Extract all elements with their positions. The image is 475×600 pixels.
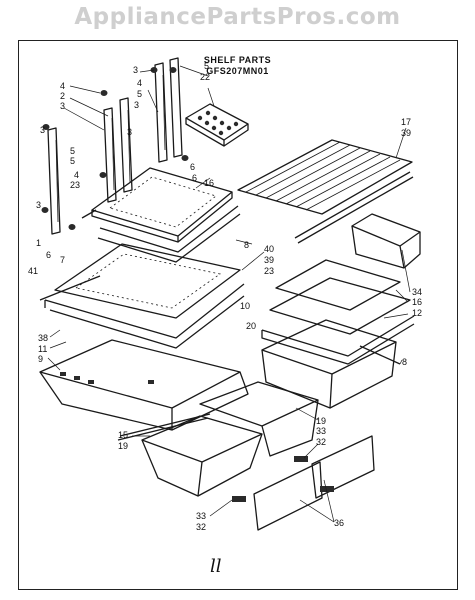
leader-lines [47,65,411,523]
callout-16a: 16 [204,178,214,188]
callout-9: 9 [38,354,43,364]
callout-2: 2 [60,91,65,101]
crisper-pan-left [141,415,263,497]
callout-3d: 3 [40,125,45,135]
callout-5a: 5 [204,61,209,71]
door-bin [351,213,421,269]
callout-1: 1 [36,238,41,248]
crisper-pan-right [199,381,319,457]
callout-40: 40 [264,244,274,254]
footer-mark: ll [210,556,222,577]
callout-39a: 39 [401,128,411,138]
callout-39b: 39 [264,255,274,265]
diagram-title: SHELF PARTS [203,55,272,65]
model-number: GFS207MN01 [206,66,269,76]
callout-20: 20 [246,321,256,331]
glass-shelf-middle [44,243,245,349]
callout-6b: 6 [192,173,197,183]
callout-32a: 32 [316,437,326,447]
deli-drawer [261,319,397,409]
crisper-frame [39,339,249,431]
callout-34: 34 [412,287,422,297]
callout-5c: 5 [70,146,75,156]
wire-shelf [237,139,414,244]
callout-23b: 23 [264,266,274,276]
diagram-frame [18,40,458,590]
callout-15: 15 [118,430,128,440]
callout-32b: 32 [196,522,206,532]
callout-19b: 19 [118,441,128,451]
callout-41: 41 [28,266,38,276]
callout-5d: 5 [70,156,75,166]
callout-3f: 3 [36,200,41,210]
callout-4c: 4 [74,170,79,180]
callout-22: 22 [200,72,210,82]
callout-5b: 5 [137,89,142,99]
callout-4a: 4 [60,81,65,91]
callout-6a: 6 [190,162,195,172]
callout-36: 36 [334,518,344,528]
callout-11: 11 [38,344,47,354]
callout-4b: 4 [137,78,142,88]
callout-3e: 3 [127,127,132,137]
glass-shelf-crisper-cover [261,259,415,365]
callout-19a: 19 [316,416,326,426]
callout-3c: 3 [134,100,139,110]
callout-7: 7 [60,255,65,265]
callout-38: 38 [38,333,48,343]
callout-33a: 33 [316,426,326,436]
callout-17: 17 [401,117,411,127]
crisper-drawer-fronts [232,435,375,531]
shelf-ladder-left [47,57,183,235]
callout-12: 12 [412,308,422,318]
callout-3a: 3 [60,101,65,111]
callout-10: 10 [240,301,250,311]
callout-3b: 3 [133,65,138,75]
egg-tray [185,103,249,147]
callout-8b: 8 [402,357,407,367]
callout-33b: 33 [196,511,206,521]
callout-8a: 8 [244,240,249,250]
callout-6c: 6 [46,250,51,260]
watermark: AppliancePartsPros.com [74,4,401,30]
callout-16b: 16 [412,297,422,307]
callout-23a: 23 [70,180,80,190]
